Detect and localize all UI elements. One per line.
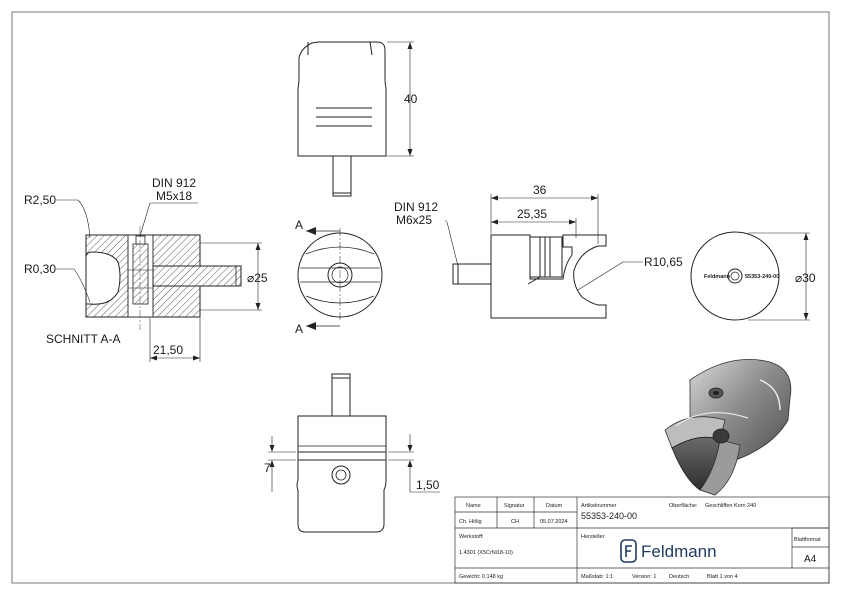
end-diameter: ⌀30 (795, 271, 816, 285)
end-engraving-brand: Feldmann (704, 274, 731, 280)
tb-weight: Gewicht: 0.148 kg (459, 574, 503, 580)
side-screw-size: M6x25 (396, 213, 432, 227)
tb-material-label: Werkstoff: (459, 534, 484, 540)
isometric-render (664, 359, 792, 496)
feldmann-logo-icon (620, 539, 637, 563)
tb-date-header: Datum (546, 503, 563, 509)
section-radius-inner: R0,30 (24, 262, 56, 276)
side-screw-standard: DIN 912 (394, 200, 438, 214)
tb-article-value: 55353-240-00 (581, 511, 637, 521)
sheet-border (11, 11, 830, 584)
section-diameter: ⌀25 (247, 271, 268, 285)
tb-article-label: Artikelnummer (581, 503, 617, 509)
section-marker-top: A (295, 218, 303, 232)
section-depth-dimension: 21,50 (153, 343, 183, 357)
end-engraving-number: 55353-240-00 (745, 274, 779, 280)
side-radius: R10,65 (644, 255, 683, 269)
tb-sheet: Blatt 1 von 4 (707, 574, 738, 580)
end-view (690, 231, 810, 321)
side-overall-length: 36 (533, 183, 547, 197)
front-height-dimension: 40 (404, 92, 418, 106)
tb-signature-value: CH (511, 519, 519, 525)
tb-language: Deutsch (669, 574, 689, 580)
tb-name-header: Name (466, 503, 481, 509)
side-inner-length: 25,35 (517, 207, 547, 221)
section-marker-view (297, 227, 383, 330)
tb-scale: Maßstab: 1:1 (581, 574, 613, 580)
top-offset: 1,50 (416, 478, 440, 492)
side-view (445, 194, 643, 319)
top-slot-width: 7 (264, 461, 271, 475)
section-radius-outer: R2,50 (24, 193, 56, 207)
tb-sheet-format-label: Blattformat (794, 537, 821, 543)
tb-name-value: Ch. Hölig (459, 519, 482, 525)
tb-manufacturer-label: Hersteller (581, 534, 605, 540)
tb-company: Feldmann (641, 542, 717, 561)
top-view (268, 373, 440, 533)
tb-surface-label: Oberfläche: (669, 503, 698, 509)
section-view (56, 199, 262, 362)
tb-version: Version: 1 (632, 574, 656, 580)
section-title: SCHNITT A-A (46, 332, 120, 346)
tb-material-value: 1.4301 (X5CrNi18-10) (459, 550, 513, 556)
front-view (297, 41, 414, 197)
tb-signature-header: Signatur (504, 503, 525, 509)
section-screw-size: M5x18 (156, 189, 192, 203)
tb-date-value: 05.07.2024 (540, 519, 568, 525)
title-block (454, 496, 830, 584)
tb-surface-value: Geschliffen Korn 240 (705, 503, 756, 509)
tb-sheet-format-value: A4 (804, 554, 817, 565)
section-marker-bottom: A (295, 322, 303, 336)
section-screw-standard: DIN 912 (152, 176, 196, 190)
